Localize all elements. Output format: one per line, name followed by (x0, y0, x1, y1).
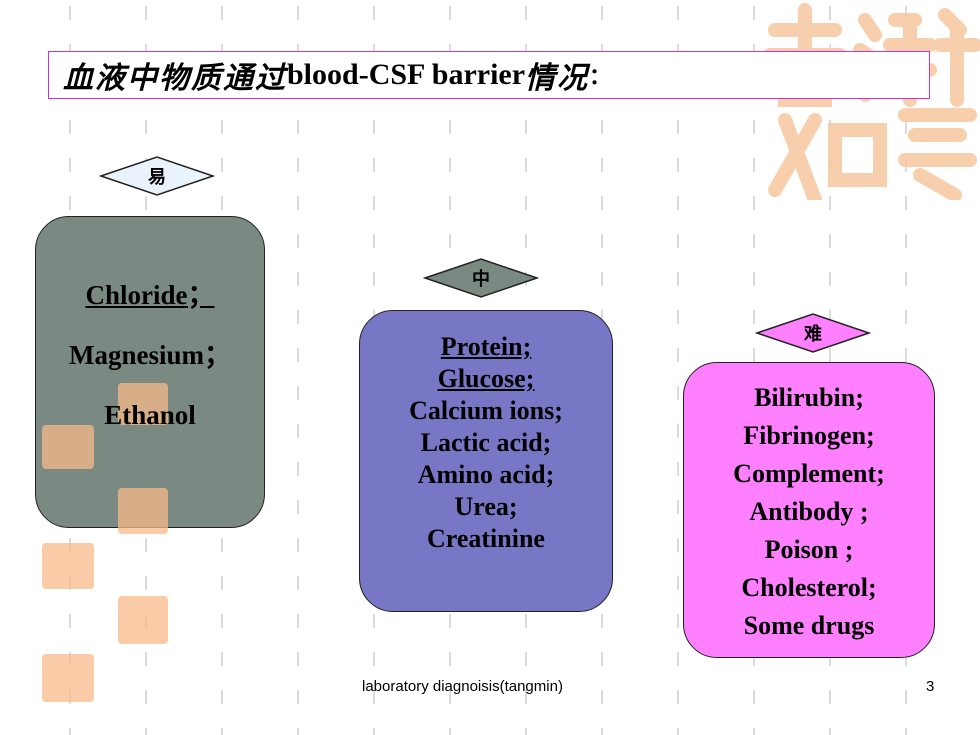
box-easy: Chloride； Magnesium； Ethanol (35, 216, 265, 528)
medium-item: Urea; (454, 492, 518, 521)
decorative-seal-stamp (763, 3, 980, 200)
title-chinese-prefix: 血液中物质通过 (63, 61, 287, 96)
box-hard: Bilirubin; Fibrinogen; Complement; Antib… (683, 362, 935, 658)
slide-title: 血液中物质通过 blood-CSF barrier 情况 ： (48, 51, 930, 99)
hard-item: Antibody ; (749, 497, 869, 526)
small-seal-stamp (118, 596, 168, 644)
hard-item: Bilirubin; (754, 383, 864, 412)
medium-item: Lactic acid; (420, 428, 552, 457)
hard-item: Some drugs (743, 611, 875, 640)
diamond-easy-label: 易 (148, 167, 166, 188)
medium-item: Glucose; (437, 364, 535, 393)
diamond-medium-label: 中 (472, 269, 490, 290)
easy-item: Ethanol (104, 400, 196, 430)
medium-item: Protein; (440, 332, 532, 361)
diamond-easy: 易 (98, 155, 216, 197)
small-seal-stamp (118, 383, 168, 425)
small-seal-stamp (42, 654, 94, 702)
medium-item: Calcium ions; (409, 396, 563, 425)
diamond-hard-label: 难 (804, 324, 822, 345)
title-colon: ： (589, 65, 612, 90)
small-seal-stamp (42, 543, 94, 589)
medium-item: Amino acid; (417, 460, 555, 489)
diamond-hard: 难 (754, 312, 872, 354)
hard-item: Complement; (733, 459, 885, 488)
box-medium: Protein; Glucose; Calcium ions; Lactic a… (359, 310, 613, 612)
page-number: 3 (926, 678, 935, 695)
small-seal-stamp (42, 425, 94, 469)
footer-text: laboratory diagnoisis(tangmin) (362, 678, 563, 695)
small-seal-stamp (118, 488, 168, 534)
medium-item: Creatinine (427, 524, 545, 553)
hard-item: Fibrinogen; (743, 421, 875, 450)
hard-item: Cholesterol; (741, 573, 877, 602)
easy-item: Chloride； (85, 280, 215, 310)
diamond-medium: 中 (422, 257, 540, 299)
title-english: blood-CSF barrier (287, 58, 526, 91)
hard-item: Poison ; (764, 535, 854, 564)
title-chinese-suffix: 情况 (525, 61, 590, 96)
easy-item: Magnesium； (69, 340, 231, 370)
